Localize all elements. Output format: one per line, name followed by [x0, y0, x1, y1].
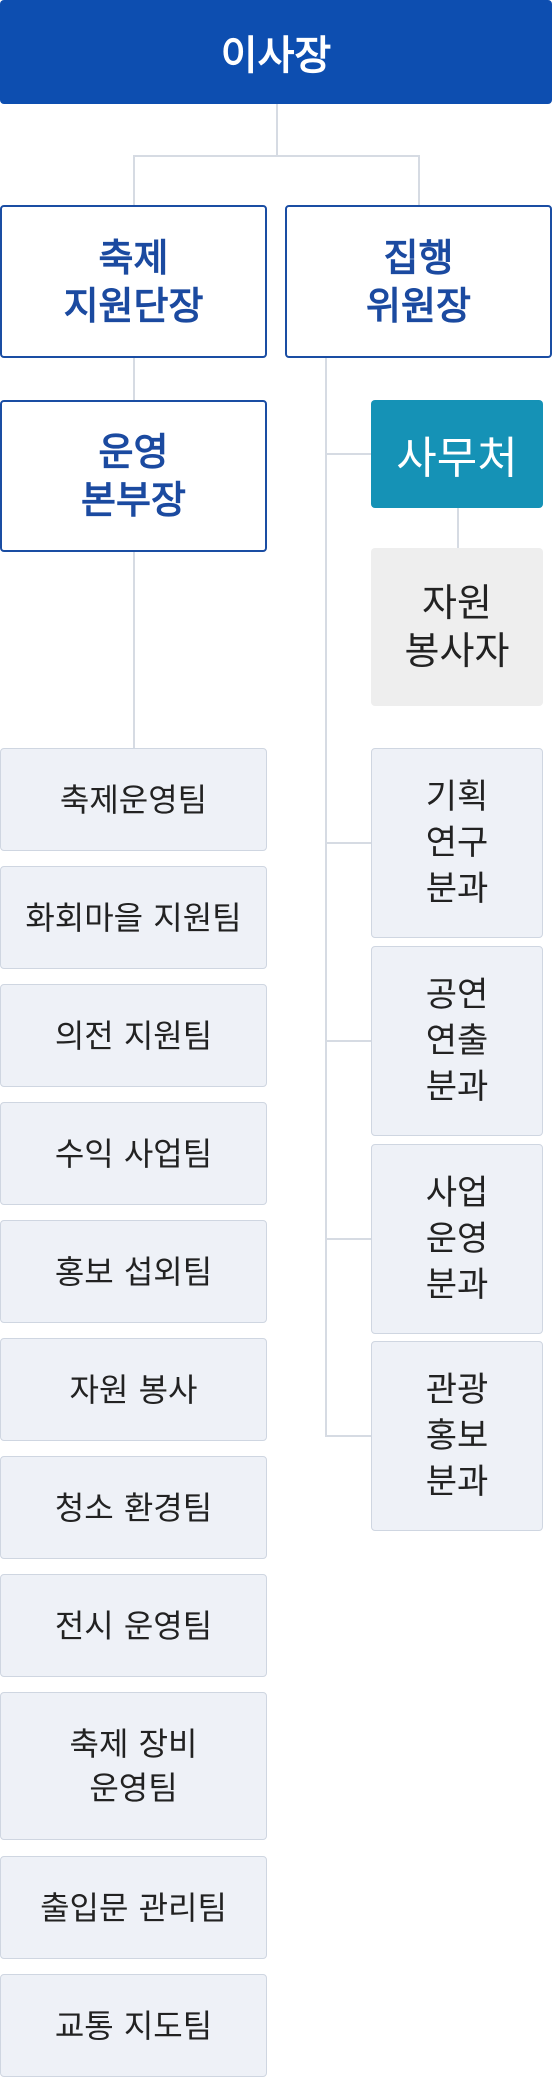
team-box: 청소 환경팀: [0, 1456, 267, 1559]
team-box: 전시 운영팀: [0, 1574, 267, 1677]
connector-top-horizontal: [133, 155, 419, 157]
connector-right-spine: [325, 358, 327, 1436]
division-label: 사업 운영 분과: [425, 1173, 489, 1305]
team-label: 전시 운영팀: [54, 1606, 213, 1645]
division-box: 기획 연구 분과: [371, 748, 543, 938]
volunteer-label: 자원 봉사자: [404, 581, 510, 673]
connector-right-down: [418, 155, 420, 205]
chairman-box: 이사장: [0, 0, 552, 104]
team-box: 의전 지원팀: [0, 984, 267, 1087]
volunteer-box: 자원 봉사자: [371, 548, 543, 706]
connector-secretariat-branch: [325, 453, 371, 455]
team-label: 교통 지도팀: [54, 2006, 213, 2045]
secretariat-box: 사무처: [371, 400, 543, 508]
division-box: 사업 운영 분과: [371, 1144, 543, 1334]
team-label: 출입문 관리팀: [40, 1888, 227, 1927]
executive-chair-label: 집행 위원장: [366, 235, 471, 328]
team-box: 수익 사업팀: [0, 1102, 267, 1205]
team-label: 청소 환경팀: [54, 1488, 213, 1527]
connector-division-2: [325, 1040, 371, 1042]
division-box: 관광 홍보 분과: [371, 1341, 543, 1531]
team-box: 화회마을 지원팀: [0, 866, 267, 969]
connector-division-4: [325, 1435, 371, 1437]
festival-director-box: 축제 지원단장: [0, 205, 267, 358]
connector-division-1: [325, 842, 371, 844]
connector-left-spine-lower: [133, 552, 135, 748]
executive-chair-box: 집행 위원장: [285, 205, 552, 358]
team-label: 수익 사업팀: [54, 1134, 213, 1173]
team-box: 출입문 관리팀: [0, 1856, 267, 1959]
team-label: 홍보 섭외팀: [54, 1252, 213, 1291]
team-box: 교통 지도팀: [0, 1974, 267, 2077]
connector-division-3: [325, 1238, 371, 1240]
division-label: 기획 연구 분과: [425, 777, 489, 909]
team-label: 의전 지원팀: [54, 1016, 213, 1055]
team-label: 축제 장비 운영팀: [69, 1725, 198, 1807]
operations-head-label: 운영 본부장: [81, 430, 186, 522]
chairman-label: 이사장: [220, 33, 332, 79]
operations-head-box: 운영 본부장: [0, 400, 267, 552]
team-box: 자원 봉사: [0, 1338, 267, 1441]
team-label: 축제운영팀: [59, 780, 208, 819]
team-box: 축제운영팀: [0, 748, 267, 851]
connector-left-down: [133, 155, 135, 205]
team-box: 홍보 섭외팀: [0, 1220, 267, 1323]
connector-left-spine: [133, 358, 135, 400]
team-label: 자원 봉사: [69, 1370, 198, 1409]
connector-top-vertical: [276, 104, 278, 156]
secretariat-label: 사무처: [396, 433, 518, 484]
division-label: 관광 홍보 분과: [425, 1370, 489, 1502]
division-box: 공연 연출 분과: [371, 946, 543, 1136]
connector-secretariat-volunteer: [457, 508, 459, 548]
team-box: 축제 장비 운영팀: [0, 1692, 267, 1840]
division-label: 공연 연출 분과: [425, 975, 489, 1107]
festival-director-label: 축제 지원단장: [63, 235, 204, 328]
team-label: 화회마을 지원팀: [25, 898, 242, 937]
